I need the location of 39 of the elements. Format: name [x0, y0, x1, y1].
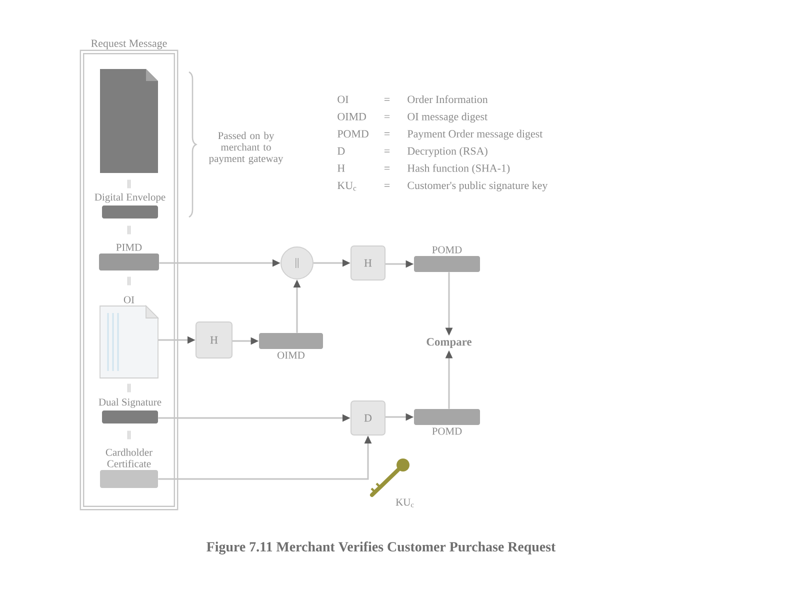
definition: Payment Order message digest: [408, 130, 543, 140]
bar-label: Digital Envelope: [94, 193, 166, 203]
definition: Decryption (RSA): [408, 147, 488, 157]
bar-label: PIMD: [116, 244, 142, 251]
bar-label: POMD: [432, 428, 462, 435]
bar-label: Dual Signature: [98, 398, 162, 408]
abbreviation: OIMD: [338, 112, 366, 120]
concatenation-symbol: ||: [128, 384, 130, 392]
abbreviation: KU$_{c}$: [338, 182, 356, 191]
bar-label: POMD: [432, 246, 462, 254]
abbreviation: OI: [338, 96, 348, 104]
equals-sign: =: [384, 184, 390, 187]
concatenation-symbol: ||: [128, 180, 130, 188]
figure-caption: Figure 7.11 Merchant Verifies Customer Purchase Request: [206, 542, 556, 554]
abbreviation: H: [338, 164, 345, 172]
definition: Order Information: [408, 95, 488, 104]
document-label: OI: [124, 296, 134, 304]
frame-title: Request Message: [91, 40, 167, 50]
bar-label: Cardholder Certificate: [106, 448, 152, 468]
equals-sign: =: [384, 132, 390, 136]
bar-label: OIMD: [277, 352, 305, 359]
operation-box: H: [196, 322, 232, 358]
equals-sign: =: [384, 166, 390, 170]
key-label: KU$_{c}$: [396, 498, 414, 508]
equals-sign: =: [384, 150, 390, 152]
equals-sign: =: [384, 115, 390, 118]
definition: Customer's public signature key: [408, 181, 548, 192]
equals-sign: =: [384, 98, 390, 101]
concatenation-symbol: ||: [128, 276, 130, 286]
document-shape: [100, 69, 158, 173]
operation-box: D: [350, 400, 386, 436]
step-label: Compare: [426, 338, 472, 348]
abbreviation: POMD: [338, 130, 368, 138]
operation-box: H: [350, 246, 386, 280]
definition: OI message digest: [408, 112, 488, 123]
abbreviation: D: [338, 147, 345, 155]
concatenation-symbol: ||: [128, 226, 130, 234]
brace-label: Passed on by merchant to payment gateway: [209, 132, 284, 164]
definition: Hash function (SHA-1): [408, 164, 510, 174]
